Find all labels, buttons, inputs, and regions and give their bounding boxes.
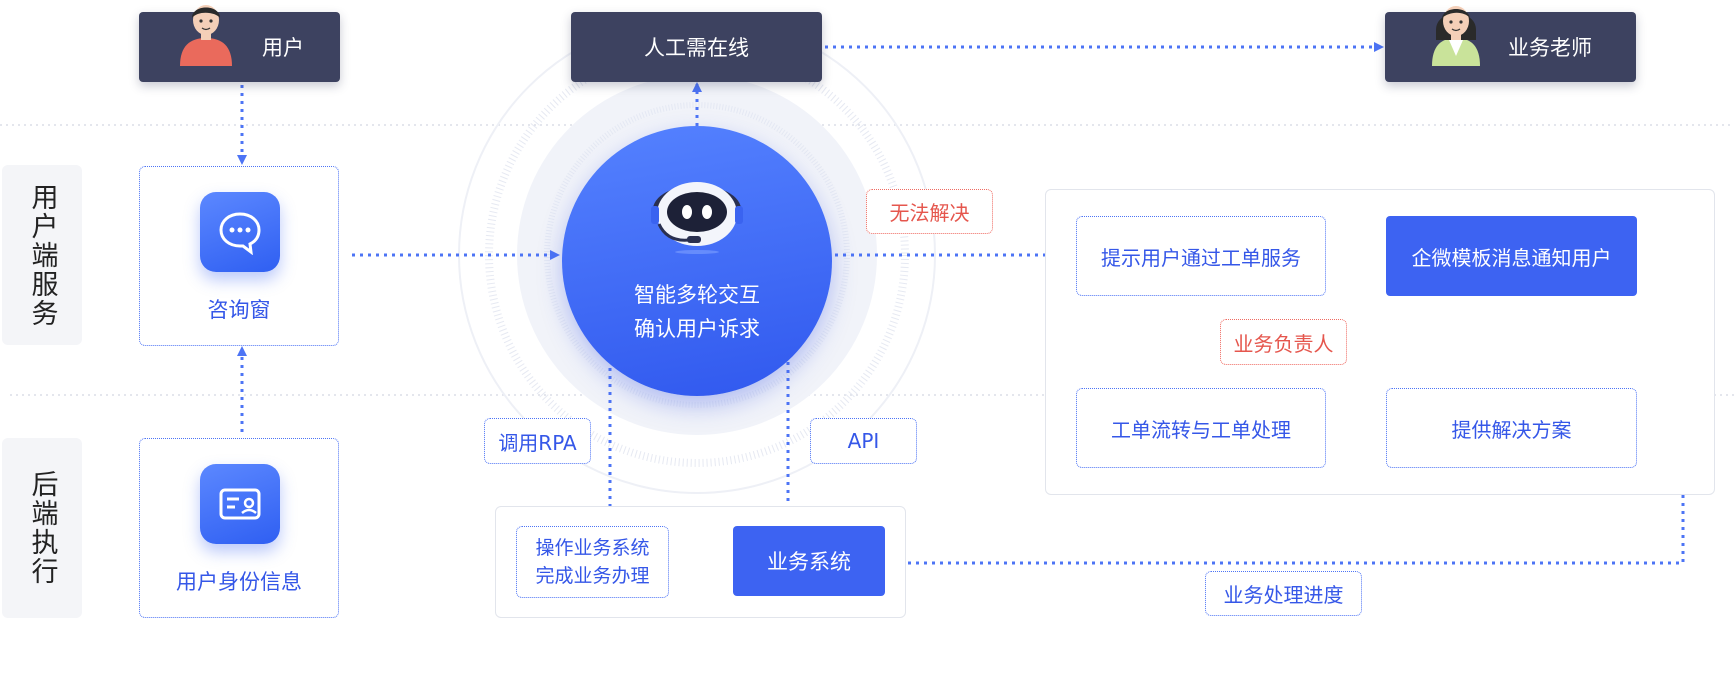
bot-text-line2: 确认用户诉求 — [634, 317, 760, 341]
teacher-avatar-icon — [1432, 6, 1480, 66]
side-label-backend: 后端执行 — [2, 438, 82, 618]
ticket-flow-box: 工单流转与工单处理 — [1076, 388, 1326, 468]
user-label: 用户 — [262, 36, 304, 60]
user-avatar-icon — [180, 5, 232, 66]
consult-window-card[interactable]: 咨询窗 — [139, 166, 339, 346]
progress-tag: 业务处理进度 — [1205, 571, 1362, 616]
wecom-notify-box: 企微模板消息通知用户 — [1386, 216, 1637, 296]
side-label-backend-text: 后端执行 — [26, 470, 58, 586]
side-label-user-service: 用户端服务 — [2, 165, 82, 345]
bot-halo-ring — [485, 43, 909, 467]
business-system-button[interactable]: 业务系统 — [733, 526, 885, 596]
operate-line2: 完成业务办理 — [535, 565, 650, 587]
api-tag: API — [810, 418, 917, 464]
chat-bubble-icon — [200, 192, 280, 272]
human-online-box: 人工需在线 — [571, 12, 822, 82]
bot-circle: 智能多轮交互 确认用户诉求 — [562, 126, 832, 396]
identity-card: 用户身份信息 — [139, 438, 339, 618]
teacher-label: 业务老师 — [1508, 36, 1592, 60]
user-box: 用户 — [139, 12, 340, 82]
human-online-label: 人工需在线 — [644, 36, 749, 60]
bot-text-line1: 智能多轮交互 — [634, 283, 760, 307]
side-label-user-service-text: 用户端服务 — [26, 182, 58, 328]
robot-icon — [651, 182, 743, 254]
business-owner-tag: 业务负责人 — [1220, 319, 1347, 365]
provide-solution-box: 提供解决方案 — [1386, 388, 1637, 468]
operate-line1: 操作业务系统 — [535, 537, 650, 559]
prompt-ticket-box: 提示用户通过工单服务 — [1076, 216, 1326, 296]
id-card-icon — [200, 464, 280, 544]
cannot-solve-tag: 无法解决 — [866, 189, 993, 234]
rpa-tag: 调用RPA — [484, 418, 591, 464]
teacher-box: 业务老师 — [1385, 12, 1636, 82]
identity-label: 用户身份信息 — [176, 570, 302, 594]
consult-label: 咨询窗 — [207, 298, 271, 322]
operate-system-box: 操作业务系统 完成业务办理 — [516, 526, 669, 598]
